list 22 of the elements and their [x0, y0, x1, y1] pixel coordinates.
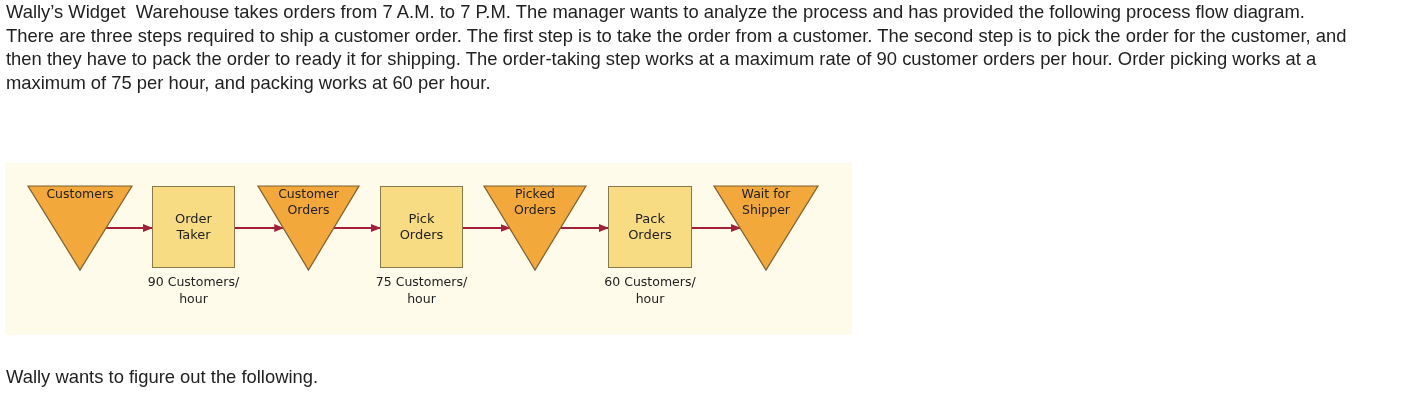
process-box: [380, 186, 463, 268]
box-label: Order Taker: [174, 211, 213, 243]
box-label: Pack Orders: [627, 211, 673, 243]
triangle-label: Wait for Shipper: [740, 186, 792, 218]
inventory-triangle: [28, 186, 132, 270]
paragraph-text: Wally wants to figure out the following.: [6, 365, 320, 389]
box-label: Pick Orders: [398, 211, 445, 243]
triangle-label: Customer Orders: [277, 186, 340, 218]
triangle-label: Picked Orders: [512, 186, 557, 218]
process-box: [152, 186, 235, 268]
inventory-triangle: [484, 186, 586, 270]
inventory-triangle: [258, 186, 359, 270]
rate-label: 90 Customers/ hour: [146, 273, 241, 307]
inventory-triangle: [714, 186, 818, 270]
arrow: [691, 224, 741, 232]
arrow: [234, 224, 285, 232]
triangle-label: Customers: [45, 186, 115, 202]
rate-label: 75 Customers/ hour: [374, 273, 469, 307]
paragraph-text: Wally’s Widget Warehouse takes orders from 7 A.M. to 7 P.M. The manager wants to analyze the process and has provided the following process flow diagram. There are three steps required to ship a customer order. The first step is to take the order from a customer. The second step is to pick the order for the customer, and then they have to pack the order to ready it for shipping. The order-taking step works at a maximum rate of 90 customer orders per hour. Order picking works at a maximum of 75 per hour, and packing works at 60 per hour.: [6, 0, 1348, 94]
rate-label: 60 Customers/ hour: [603, 273, 697, 307]
process-box: [608, 186, 692, 268]
arrow: [462, 224, 511, 232]
